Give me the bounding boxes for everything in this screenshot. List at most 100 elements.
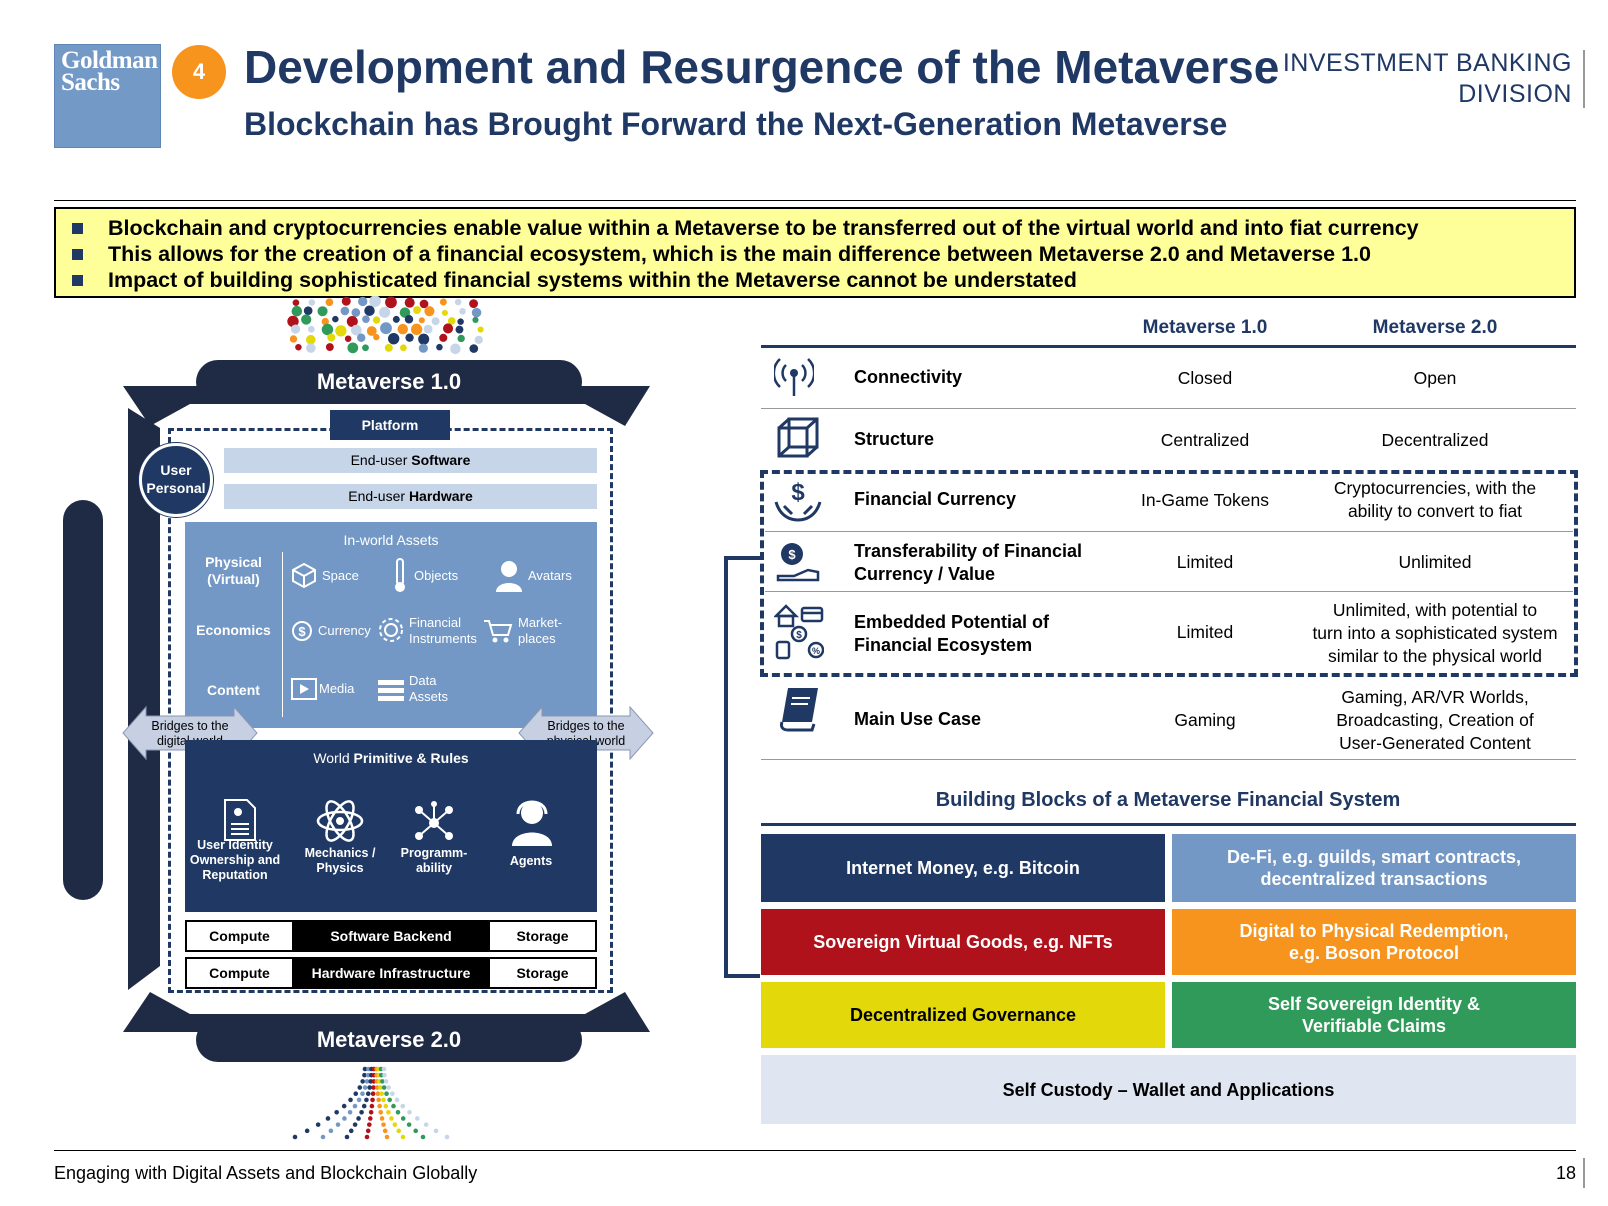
primitive-0-l1: User Identity [197, 838, 273, 852]
decorative-dot [384, 1091, 389, 1097]
decorative-dot [457, 318, 464, 325]
building-blocks-title: Building Blocks of a Metaverse Financial… [935, 789, 1401, 811]
block-self-sovereign-identity: Self Sovereign Identity & Verifiable Cla… [1172, 982, 1576, 1048]
decorative-dot [424, 306, 435, 317]
row-divider [761, 759, 1576, 760]
market-line1: Market- [518, 615, 563, 630]
decorative-dot [389, 1116, 394, 1121]
financial-line2: Instruments [409, 631, 477, 646]
data-line1: Data [409, 673, 437, 688]
decorative-dot [352, 1103, 358, 1109]
decorative-dot [400, 1116, 406, 1121]
block-self-custody: Self Custody – Wallet and Applications [761, 1055, 1576, 1124]
antenna-signal-icon [774, 358, 814, 396]
item-marketplaces: Market- places [518, 615, 562, 647]
svg-text:$: $ [796, 630, 802, 641]
decorative-dot [375, 1091, 381, 1097]
decorative-dot [376, 1097, 381, 1103]
decorative-dot [450, 343, 461, 354]
decorative-dot [358, 296, 368, 307]
hardware-bold: Hardware [408, 488, 473, 504]
item-avatars: Avatars [528, 568, 572, 583]
decorative-dot [291, 305, 303, 317]
decorative-dot [457, 334, 465, 343]
decorative-dot [397, 323, 409, 335]
decorative-dot [379, 1091, 385, 1097]
book-icon [780, 688, 818, 732]
identity-line2: Verifiable Claims [1301, 1016, 1447, 1036]
hardware-prefix: End-user [348, 488, 409, 504]
decorative-dot [351, 308, 361, 317]
decorative-dot [382, 1072, 387, 1078]
main-use-case-v2-line3: User-Generated Content [1339, 733, 1531, 753]
row-label-content: Content [207, 682, 260, 698]
division-label: INVESTMENT BANKING DIVISION [1283, 48, 1572, 110]
decorative-dot [394, 1097, 400, 1103]
page-subtitle: Blockchain has Brought Forward the Next-… [244, 106, 1228, 142]
item-objects: Objects [414, 568, 459, 583]
main-use-case-v2-line1: Gaming, AR/VR Worlds, [1341, 687, 1529, 707]
decorative-dot [474, 335, 483, 344]
decorative-dot [405, 333, 414, 342]
defi-line2: decentralized transactions [1260, 869, 1488, 889]
decorative-dot [367, 1116, 373, 1121]
decorative-dot [407, 1109, 412, 1115]
embedded-v2: Unlimited, with potential to turn into a… [1290, 599, 1580, 668]
decorative-dot [370, 1097, 375, 1103]
compute-cell: Compute [187, 922, 292, 950]
decorative-dot [325, 298, 334, 307]
primitive-1-l2: Physics [316, 861, 364, 875]
section-number-badge: 4 [172, 45, 226, 99]
decorative-dot [335, 325, 347, 337]
building-blocks-rule [761, 823, 1576, 826]
embedded-v2-line1: Unlimited, with potential to [1332, 600, 1538, 620]
decorative-dot [378, 1085, 383, 1090]
decorative-dot [365, 1072, 371, 1078]
decorative-dot [372, 316, 381, 324]
decorative-dot [295, 343, 302, 351]
division-line2: DIVISION [1458, 80, 1572, 108]
finance-ecosystem-icon: $ % [774, 604, 824, 660]
embedded-v1: Limited [1176, 622, 1234, 642]
user-personal-circle: User Personal [139, 443, 213, 517]
embedded-line2: Financial Ecosystem [854, 635, 1033, 655]
decorative-dot [413, 306, 422, 315]
row-label-embedded-potential: Embedded Potential of Financial Ecosyste… [854, 611, 1049, 657]
decorative-dot [469, 344, 479, 353]
decorative-dot [390, 1091, 395, 1097]
decorative-dot [346, 315, 358, 328]
key-point: Impact of building sophisticated financi… [72, 267, 1574, 293]
decorative-dot [362, 1085, 368, 1090]
decorative-dot [380, 1079, 385, 1084]
decorative-dot [289, 335, 298, 343]
decorative-dot [287, 315, 299, 328]
decorative-dot [364, 305, 375, 316]
decorative-dot [459, 308, 466, 315]
logo-line2: Sachs [61, 69, 120, 96]
thermometer-icon [395, 558, 405, 592]
col-header-metaverse-1: Metaverse 1.0 [1142, 317, 1268, 338]
page-number-divider [1583, 1158, 1585, 1188]
decorative-dot [321, 317, 329, 326]
primitive-0-l2: Ownership and [189, 853, 281, 867]
bridge-right-line1: Bridges to the [547, 719, 625, 733]
metaverse-2-pill: Metaverse 2.0 [196, 1018, 582, 1062]
decorative-dot [404, 297, 415, 308]
primitive-title: World Primitive & Rules [185, 750, 597, 766]
primitive-1-l1: Mechanics / [304, 846, 376, 860]
database-icon [378, 680, 404, 701]
decorative-dot [321, 323, 334, 336]
side-label-pill [63, 500, 103, 900]
decorative-dot [364, 1134, 370, 1140]
decorative-dot [415, 1116, 420, 1121]
decorative-dot [436, 343, 443, 351]
decorative-dot [433, 1128, 439, 1134]
decorative-dot [361, 1103, 367, 1109]
redemption-line1: Digital to Physical Redemption, [1239, 921, 1509, 941]
dollar-hands-icon: $ [774, 479, 822, 522]
connector-bracket [724, 556, 760, 978]
metaverse-1-pill: Metaverse 1.0 [196, 360, 582, 404]
decorative-dot [477, 326, 484, 333]
decorative-dot [399, 307, 411, 318]
user-personal-line2: Personal [146, 480, 206, 496]
